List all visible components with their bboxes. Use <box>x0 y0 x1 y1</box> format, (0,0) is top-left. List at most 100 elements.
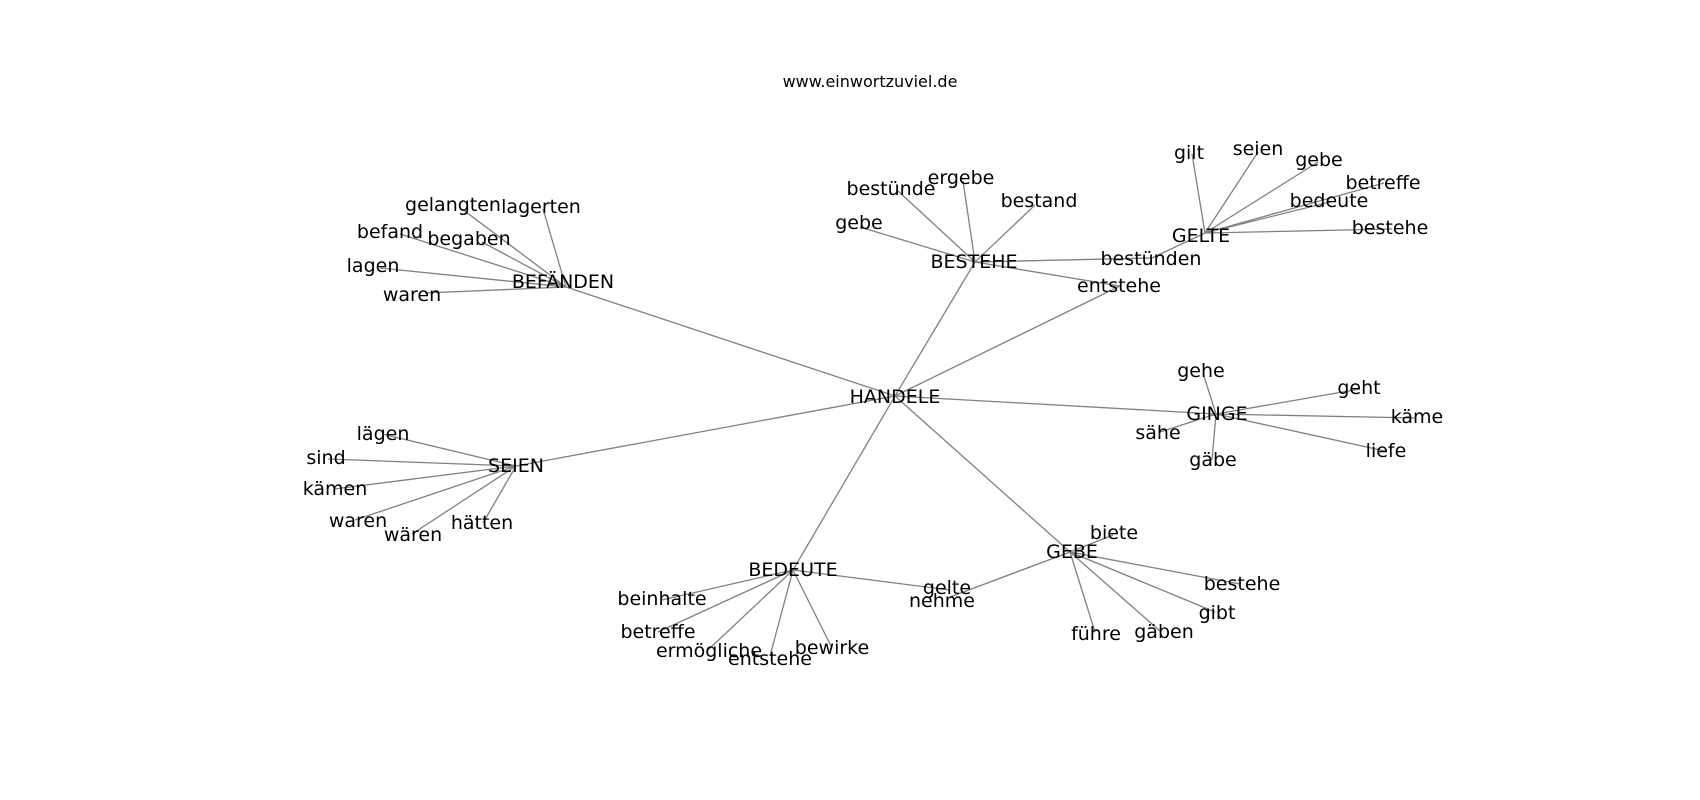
edge-center-bedeute <box>792 395 896 571</box>
edge <box>974 261 1121 287</box>
edge <box>1211 413 1217 461</box>
node-word: beinhalte <box>617 588 706 610</box>
edge <box>379 267 567 288</box>
edge <box>1159 413 1217 433</box>
edge <box>1069 551 1216 613</box>
node-word: waren <box>329 510 387 532</box>
node-word: gäben <box>1134 621 1194 643</box>
graph-edges <box>327 151 1417 657</box>
node-hub-gelte: GELTE <box>1172 225 1230 247</box>
edge <box>1204 201 1331 234</box>
edge <box>1191 153 1206 234</box>
node-word: ergebe <box>928 167 995 189</box>
edge <box>1215 413 1417 419</box>
edge <box>327 458 517 467</box>
node-word: waren <box>383 284 441 306</box>
edge-center-ginge <box>894 395 1217 415</box>
edge <box>411 465 517 535</box>
edge <box>661 569 794 601</box>
edge <box>657 569 794 633</box>
node-word: befand <box>357 221 423 243</box>
edge <box>1069 551 1096 633</box>
edge-center-bestehe <box>894 261 976 397</box>
graph-labels: HANDELE BEFÄNDEN gelangten lagerten befa… <box>303 138 1444 670</box>
edge <box>333 465 517 490</box>
edge <box>424 286 567 294</box>
node-word: wären <box>384 524 442 546</box>
node-hub-bedeute: BEDEUTE <box>748 559 837 581</box>
edge <box>1204 161 1319 234</box>
node-word: bestand <box>1001 190 1078 212</box>
edge <box>707 569 794 651</box>
node-word: lagen <box>347 255 400 277</box>
edge <box>769 569 794 657</box>
node-word: liefe <box>1366 440 1407 462</box>
node-word: käme <box>1391 406 1444 428</box>
edge <box>897 190 976 263</box>
edge <box>974 257 1153 263</box>
node-center: HANDELE <box>850 386 941 408</box>
edge <box>1215 388 1361 415</box>
node-word: gilt <box>1174 142 1204 164</box>
node-word: bewirke <box>795 637 869 659</box>
edge-center-seien <box>515 395 896 467</box>
edge <box>974 204 1036 263</box>
edge <box>1204 228 1393 234</box>
node-word: kämen <box>303 478 368 500</box>
node-word: entstehe <box>728 648 812 670</box>
edge <box>1202 372 1217 415</box>
node-word: hätten <box>451 512 513 534</box>
node-word: betreffe <box>1345 172 1420 194</box>
edge <box>1204 151 1259 234</box>
edge-center-befanden <box>565 286 896 397</box>
edge <box>461 208 567 288</box>
node-word: gelte <box>923 577 971 599</box>
node-word: begaben <box>427 228 510 250</box>
node-word: gebe <box>835 212 883 234</box>
edge <box>1151 232 1206 259</box>
node-word: bedeute <box>1290 190 1369 212</box>
edge <box>1069 551 1161 632</box>
edge <box>792 569 951 591</box>
edge <box>354 465 517 521</box>
node-word: nehme <box>909 590 975 612</box>
edge <box>381 433 517 467</box>
edge <box>1215 413 1386 452</box>
node-word: bestehe <box>1352 217 1429 239</box>
node-word: lagerten <box>501 196 581 218</box>
edge <box>949 551 1071 598</box>
node-hub-befanden: BEFÄNDEN <box>512 270 614 293</box>
node-word: lägen <box>357 423 410 445</box>
node-word: bestehe <box>1204 573 1281 595</box>
node-word: gäbe <box>1189 449 1236 471</box>
node-word: gibt <box>1199 602 1236 624</box>
node-word: ermögliche <box>656 640 762 662</box>
node-word: bestünde <box>847 178 936 200</box>
node-word: betreffe <box>620 621 695 643</box>
node-word: biete <box>1090 522 1138 544</box>
edge-center-entstehe <box>894 285 1121 397</box>
node-word: führe <box>1071 623 1121 645</box>
node-word: geht <box>1337 377 1380 399</box>
edge-center-gebe <box>894 395 1071 553</box>
node-word: sind <box>306 447 345 469</box>
node-hub-bestehe: BESTEHE <box>930 251 1017 273</box>
edge <box>482 465 517 524</box>
node-word: gebe <box>1295 149 1343 171</box>
node-word: entstehe <box>1077 275 1161 297</box>
node-hub-seien: SEIEN <box>488 455 544 477</box>
edge <box>542 208 567 288</box>
edge <box>859 226 976 263</box>
node-word: sähe <box>1135 422 1180 444</box>
node-word: bestünden <box>1101 248 1202 270</box>
edge <box>1069 534 1114 553</box>
node-hub-ginge: GINGE <box>1186 403 1247 425</box>
edge <box>481 241 567 288</box>
node-word: gehe <box>1177 360 1224 382</box>
node-word: seien <box>1233 138 1284 160</box>
edge <box>1204 182 1385 234</box>
edge <box>792 569 833 649</box>
edge <box>399 233 567 288</box>
site-caption: www.einwortzuviel.de <box>783 72 958 91</box>
